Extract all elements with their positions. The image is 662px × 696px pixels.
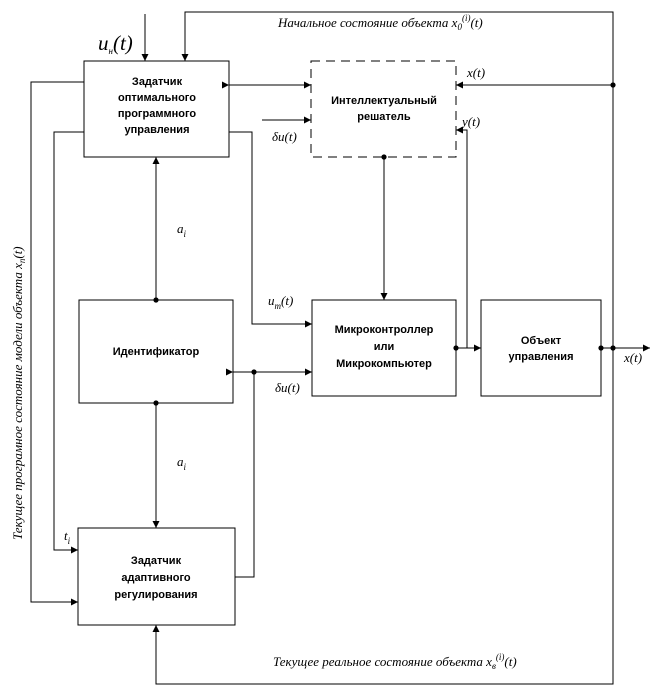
label-du-bottom: δu(t) [275,380,300,395]
label-x-to-solver: x(t) [466,65,485,80]
junction-mc-output [453,345,459,351]
arrow-y-to-solver [456,126,468,348]
arrow-real-state-feedback [152,348,614,685]
junction-plant-output [598,345,604,351]
optimal-setter-line-3: программного [118,108,197,120]
adaptive-setter-line-2: адаптивного [121,572,191,584]
label-x-output: x(t) [623,350,642,365]
identifier-label: Идентификатор [113,346,200,358]
arrow-initial-state-feedback [181,11,614,351]
intelligent-solver-line-1: Интеллектуальный [331,95,437,107]
arrow-um-to-microcontroller [229,131,312,328]
block-plant: Объект управления [480,299,602,397]
junction-identifier-top [153,297,159,303]
label-program-state: Текущее програмное состояние модели объе… [10,246,27,540]
intelligent-solver-line-2: решатель [357,111,411,123]
arrow-program-state-inner [53,131,84,554]
optimal-setter-line-4: управления [124,124,189,136]
microcontroller-line-2: или [374,341,395,353]
junction-solver-bottom [381,154,387,160]
block-optimal-setter: Задатчик оптимального программного управ… [83,60,230,158]
line-du-to-adaptive [235,372,255,578]
junction-x-top [610,82,616,88]
label-a-top: ai [177,221,187,239]
label-initial-state: Начальное состояние объекта x0(i)(t) [277,13,483,32]
block-microcontroller: Микроконтроллер или Микрокомпьютер [311,299,457,397]
label-y-to-solver: y(t) [460,114,480,129]
arrow-program-state-outer [30,81,84,606]
plant-line-1: Объект [521,335,562,347]
plant-line-2: управления [508,351,573,363]
microcontroller-line-1: Микроконтроллер [335,324,434,336]
label-a-bottom: ai [177,454,187,472]
adaptive-setter-line-1: Задатчик [131,555,182,567]
label-real-state: Текущее реальное состояние объекта xв(i)… [273,652,517,671]
optimal-setter-line-2: оптимального [118,92,196,104]
label-un: uн(t) [98,31,133,56]
junction-identifier-bottom [153,400,159,406]
label-t-i: ti [64,528,71,546]
microcontroller-line-3: Микрокомпьютер [336,358,432,370]
label-du-top: δu(t) [272,129,297,144]
adaptive-setter-line-3: регулирования [114,589,197,601]
optimal-setter-line-1: Задатчик [132,76,183,88]
block-identifier: Идентификатор [78,299,234,404]
block-intelligent-solver: Интеллектуальный решатель [310,60,457,158]
label-um: um(t) [268,293,293,311]
block-adaptive-setter: Задатчик адаптивного регулирования [77,527,236,626]
